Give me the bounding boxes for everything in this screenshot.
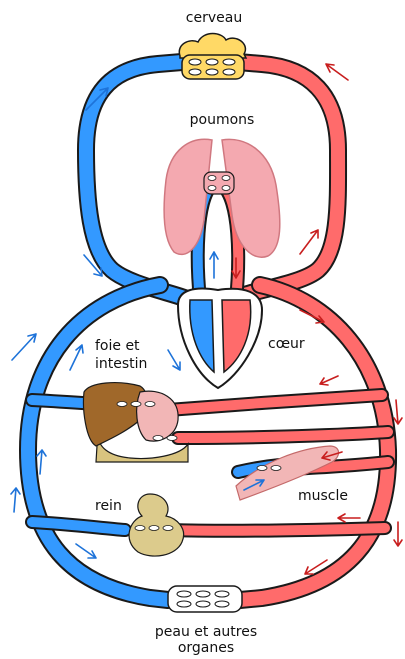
- arrow-blue-6: [11, 488, 20, 512]
- arrow-blue-9: [168, 350, 180, 370]
- skin-capillaries: [168, 586, 242, 612]
- label-kidney: rein: [95, 498, 122, 514]
- arrow-red-9: [394, 522, 402, 546]
- liver-and-intestine: [84, 383, 189, 462]
- arrow-red-4: [320, 376, 338, 385]
- label-skin-line2: organes: [178, 640, 234, 656]
- stomach: [137, 391, 179, 441]
- label-liver-line1: foie et: [95, 338, 140, 354]
- heart: [178, 289, 262, 388]
- arrow-blue-7: [76, 544, 96, 558]
- brain: [179, 34, 246, 80]
- lung-capillaries: [204, 172, 234, 194]
- arrow-red-1: [326, 64, 348, 80]
- label-lungs: poumons: [190, 112, 255, 128]
- label-skin-line1: peau et autres: [155, 624, 257, 640]
- arrow-red-8: [394, 400, 402, 424]
- label-brain: cerveau: [186, 10, 242, 26]
- arrow-blue-5: [37, 450, 46, 474]
- label-muscle: muscle: [298, 488, 348, 504]
- right-lung: [222, 139, 280, 257]
- arrow-blue-3: [12, 334, 36, 360]
- lungs: [164, 139, 280, 257]
- kidney-tissue: [129, 494, 184, 556]
- kidney: [129, 494, 184, 556]
- arrow-red-6: [338, 514, 360, 522]
- arrow-blue-8: [210, 252, 218, 278]
- arrow-red-2: [300, 230, 318, 254]
- label-liver-line2: intestin: [95, 356, 147, 372]
- arrow-blue-4: [70, 345, 83, 370]
- label-heart: cœur: [268, 336, 305, 352]
